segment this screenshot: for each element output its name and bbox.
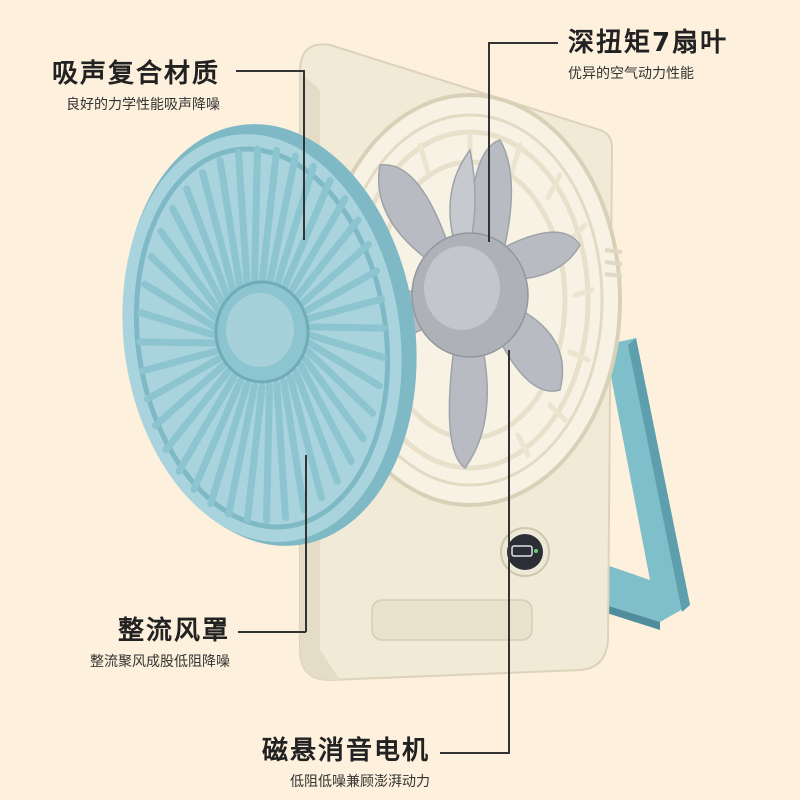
leader-line-top-left [236,70,304,72]
cover-spoke [147,253,220,323]
cover-spoke [263,382,274,525]
leader-line-bottom-left [238,631,306,633]
cover-spoke [273,380,290,522]
leader-line-top-right-vertical [488,42,490,242]
leader-line-top-left-vertical [303,70,305,240]
cover-spoke [137,309,218,339]
callout-subtitle: 整流聚风成股低阻降噪 [90,654,230,670]
cover-spoke [286,373,325,501]
cover-spoke [169,204,227,308]
cover-spoke [297,240,373,308]
cover-spoke [225,382,258,518]
cover-spoke [162,368,232,454]
callout-deep-torque-blades: 深扭矩7扇叶 优异的空气动力性能 [568,27,778,83]
cover-spoke [190,377,244,493]
cover-spoke [280,377,308,514]
cover-spoke [216,156,244,293]
callout-maglev-motor: 磁悬消音电机 低阻低噪兼顾澎湃动力 [190,735,430,791]
leader-line-bottom-left-vertical [305,455,307,632]
callout-title: 磁悬消音电机 [261,736,430,766]
callout-subtitle: 优异的空气动力性能 [568,66,694,82]
cover-spoke [266,152,299,288]
cover-spoke [305,339,383,390]
cover-spoke [306,331,387,361]
front-cover [122,124,417,546]
cover-spoke [234,148,251,290]
cover-spoke [250,145,261,288]
callout-subtitle: 低阻低噪兼顾澎湃动力 [290,774,430,790]
cover-spoke [305,323,388,332]
callout-title: 吸声复合材质 [51,59,220,89]
callout-streamline-cover: 整流风罩 整流聚风成股低阻降噪 [20,615,230,671]
leader-line-top-right [488,42,558,44]
cover-spoke [280,177,334,293]
cover-spoke [183,185,232,302]
cover-spoke [292,368,341,485]
cover-spoke [301,355,367,443]
cover-spoke [301,267,381,315]
callout-title: 整流风罩 [117,616,230,646]
cover-spoke [207,380,251,508]
cover-spoke [136,338,219,347]
cover-spoke [304,295,386,323]
cover-spoke [175,373,238,475]
cover-spoke [243,383,266,524]
cover-spoke [199,169,238,297]
cover-spoke [286,195,349,297]
cover-spoke [157,227,223,315]
cover-spoke [297,362,355,466]
cover-spoke [138,347,220,375]
leader-line-bottom-vertical [508,350,510,753]
callout-title: 深扭矩7扇叶 [568,28,729,58]
cover-spoke [143,355,223,403]
callout-subtitle: 良好的力学性能吸声降噪 [66,97,220,113]
cover-spoke [151,362,227,430]
digital-display-icon [500,527,550,577]
callout-sound-absorbing-material: 吸声复合材质 良好的力学性能吸声降噪 [20,58,220,114]
cover-spoke [304,347,377,417]
leader-line-bottom [440,752,510,754]
cover-spoke [292,216,362,302]
fan-blades [349,139,581,470]
cover-spoke [258,146,281,287]
cover-spoke [273,162,317,290]
cover-spoke [141,280,219,331]
